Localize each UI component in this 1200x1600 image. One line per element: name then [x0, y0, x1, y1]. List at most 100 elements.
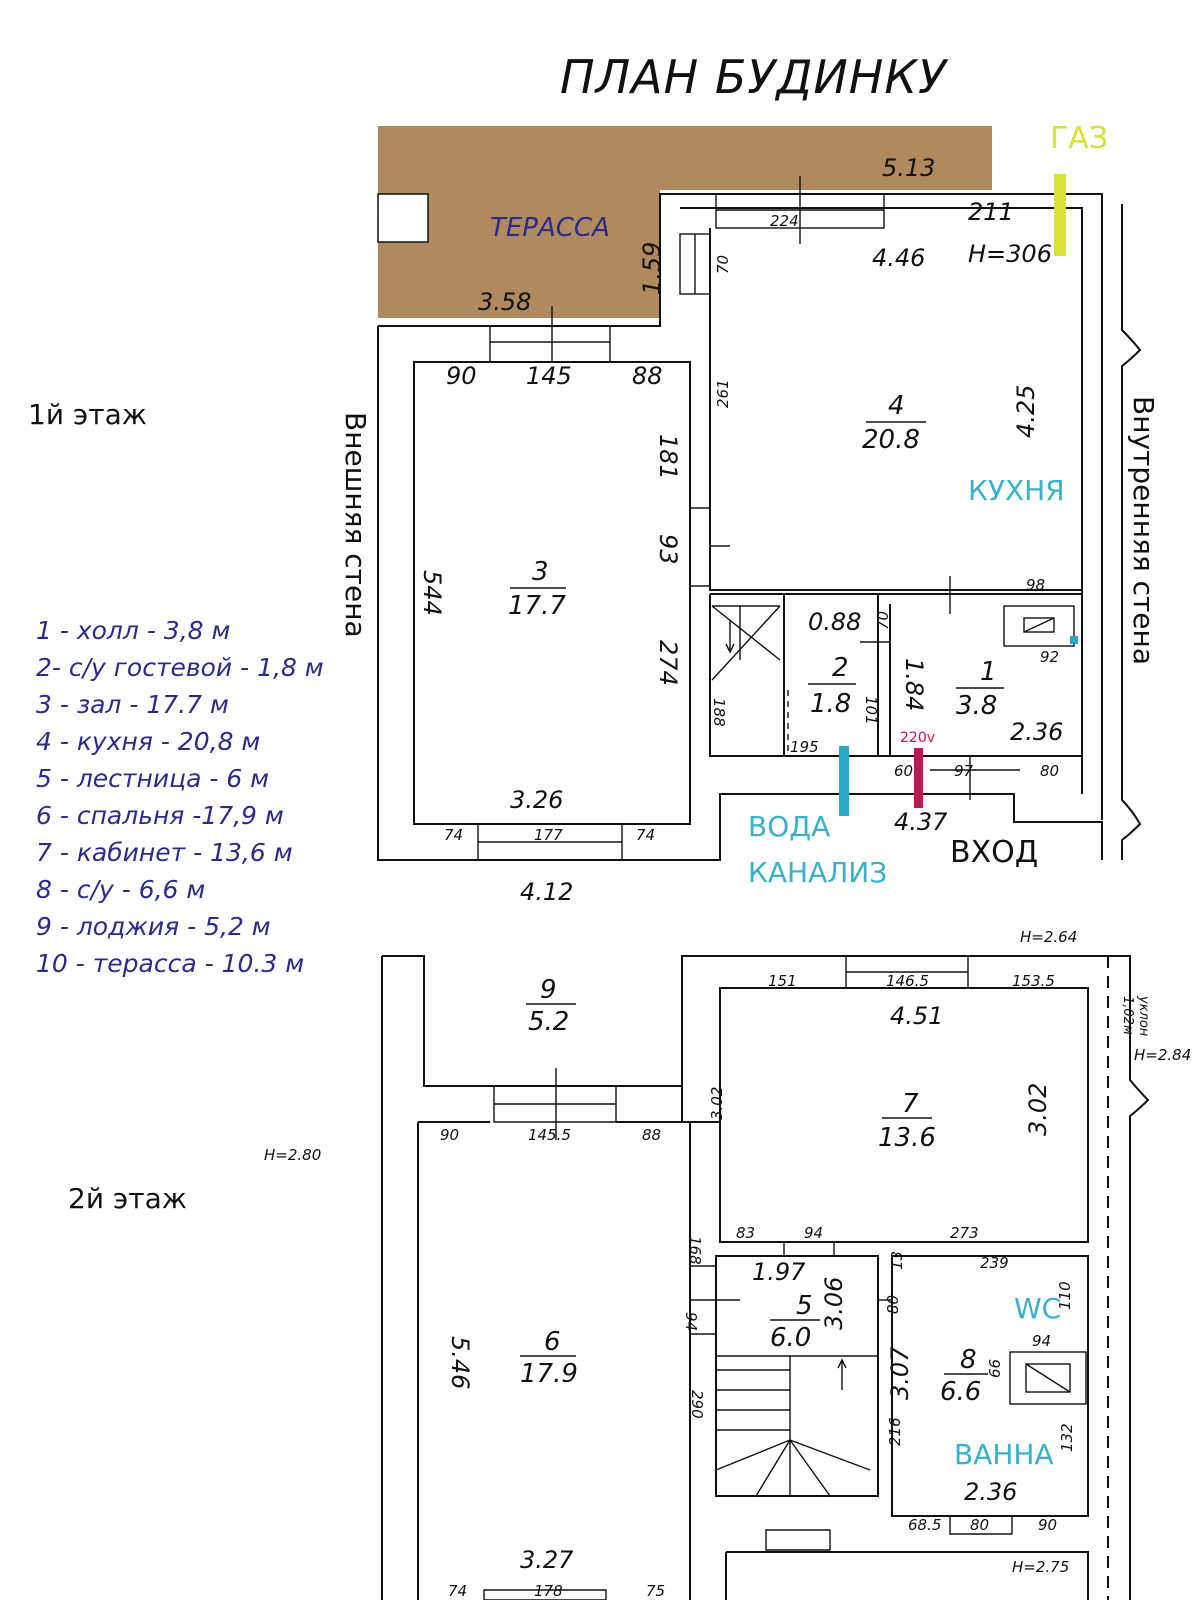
room-9-number: 9	[540, 975, 557, 1005]
room-6-number: 6	[544, 1327, 561, 1357]
room-8-area: 6.6	[940, 1377, 981, 1407]
dim-181: 181	[654, 434, 682, 480]
dim-74-a: 74	[444, 826, 463, 844]
dim-68-5: 68.5	[908, 1516, 941, 1534]
dim-4-46: 4.46	[872, 244, 925, 272]
dim-h280: H=2.80	[264, 1146, 321, 1164]
dim-544: 544	[418, 570, 446, 616]
dim-132: 132	[1058, 1423, 1076, 1452]
water-marker	[839, 746, 849, 816]
dim-178: 178	[534, 1582, 563, 1600]
dim-13: 13	[888, 1251, 906, 1270]
room-3-number: 3	[532, 557, 549, 587]
window-room3-top	[489, 325, 611, 363]
dim-88-b: 88	[642, 1126, 661, 1144]
room-8-number: 8	[960, 1345, 977, 1375]
dim-80-b: 80	[884, 1295, 902, 1314]
legend-item-10: 10 - терасса - 10.3 м	[36, 949, 305, 978]
dim-273: 273	[950, 1224, 979, 1242]
legend-item-5: 5 - лестница - 6 м	[36, 764, 270, 793]
dim-3-02-b: 3.02	[1024, 1083, 1052, 1136]
legend-item-6: 6 - спальня -17,9 м	[36, 801, 284, 830]
electric-marker	[914, 748, 923, 808]
room-6-area: 17.9	[520, 1359, 578, 1389]
dim-188: 188	[710, 698, 728, 727]
dim-211: 211	[968, 198, 1014, 226]
room-7-number: 7	[902, 1089, 919, 1119]
kitchen-label: КУХНЯ	[968, 474, 1065, 507]
dim-70-b: 70	[874, 611, 892, 630]
floor1-service-block	[709, 593, 1082, 757]
legend-item-2: 2- с/у гостевой - 1,8 м	[36, 653, 324, 682]
dim-290: 290	[688, 1390, 706, 1419]
outer-wall-label: Внешняя стена	[339, 412, 372, 638]
dim-93: 93	[654, 534, 682, 565]
wc-fixture	[1009, 1351, 1087, 1405]
legend-item-3: 3 - зал - 17.7 м	[36, 690, 229, 719]
legend-item-8: 8 - с/у - 6,6 м	[36, 875, 206, 904]
dim-80-c: 80	[970, 1516, 989, 1534]
floor1-outer-wall-left	[377, 326, 1103, 861]
wc-label: WC	[1014, 1292, 1061, 1325]
dim-146-5: 146.5	[886, 972, 929, 990]
dim-94-a: 94	[804, 1224, 823, 1242]
dim-94-c: 94	[1032, 1332, 1051, 1350]
dim-4-51: 4.51	[890, 1002, 943, 1030]
gas-marker	[1054, 174, 1066, 256]
dim-168: 168	[686, 1236, 704, 1265]
dim-90-b: 90	[440, 1126, 459, 1144]
dim-195: 195	[790, 738, 819, 756]
room-5-number: 5	[796, 1291, 813, 1321]
dim-261: 261	[714, 379, 732, 408]
dim-h264: H=2.64	[1020, 928, 1077, 946]
floor1-inner-offset	[680, 207, 1083, 794]
room-7-area: 13.6	[878, 1123, 936, 1153]
room-3-area: 17.7	[508, 591, 566, 621]
dim-3-06: 3.06	[820, 1277, 848, 1330]
dim-3-07: 3.07	[886, 1346, 914, 1400]
stair-floor1	[711, 605, 781, 681]
room-4-number: 4	[888, 391, 905, 421]
dim-98: 98	[1026, 576, 1045, 594]
dim-274: 274	[654, 640, 682, 686]
dim-3-58: 3.58	[478, 288, 531, 316]
dim-74-b: 74	[636, 826, 655, 844]
dim-4-12: 4.12	[520, 878, 573, 906]
dim-3-26: 3.26	[510, 786, 563, 814]
legend-item-9: 9 - лоджия - 5,2 м	[36, 912, 271, 941]
voltage-label: 220v	[900, 730, 935, 746]
slope-label: уклон	[1136, 995, 1151, 1037]
dim-216: 216	[886, 1417, 904, 1446]
boiler-marker	[1070, 636, 1078, 644]
dim-3-02-a: 3.02	[708, 1087, 726, 1120]
water-label: ВОДА	[748, 810, 830, 843]
dim-90-a: 90	[446, 362, 477, 390]
legend-item-1: 1 - холл - 3,8 м	[36, 616, 231, 645]
dim-60: 60	[894, 762, 913, 780]
dim-1-84: 1.84	[900, 658, 928, 711]
dim-2-36-a: 2.36	[1010, 718, 1063, 746]
dim-h284: H=2.84	[1134, 1046, 1191, 1064]
boiler-unit	[1003, 605, 1075, 647]
dim-h275: H=2.75	[1012, 1558, 1069, 1576]
dim-224: 224	[770, 212, 799, 230]
dim-97: 97	[954, 762, 974, 780]
floor1-label: 1й этаж	[28, 398, 147, 431]
dim-145-5: 145.5	[528, 1126, 571, 1144]
dim-h306: H=306	[968, 240, 1052, 268]
dim-177: 177	[534, 826, 563, 844]
dim-80-a: 80	[1040, 762, 1059, 780]
terrace-area	[378, 126, 992, 318]
page-title: ПЛАН БУДИНКУ	[560, 50, 948, 104]
window-room7	[845, 955, 969, 989]
dim-75: 75	[646, 1582, 665, 1600]
room-4-outline	[709, 228, 1082, 591]
dim-1-59: 1.59	[638, 242, 666, 295]
floor2-inner-offset	[417, 956, 720, 1600]
dim-101: 101	[862, 696, 880, 725]
slope-value: 1,02м	[1120, 996, 1135, 1035]
inner-wall-label: Внутренняя стена	[1127, 396, 1160, 665]
loggia-window	[493, 1085, 617, 1123]
entrance-label: ВХОД	[950, 835, 1038, 870]
dim-151: 151	[768, 972, 797, 990]
